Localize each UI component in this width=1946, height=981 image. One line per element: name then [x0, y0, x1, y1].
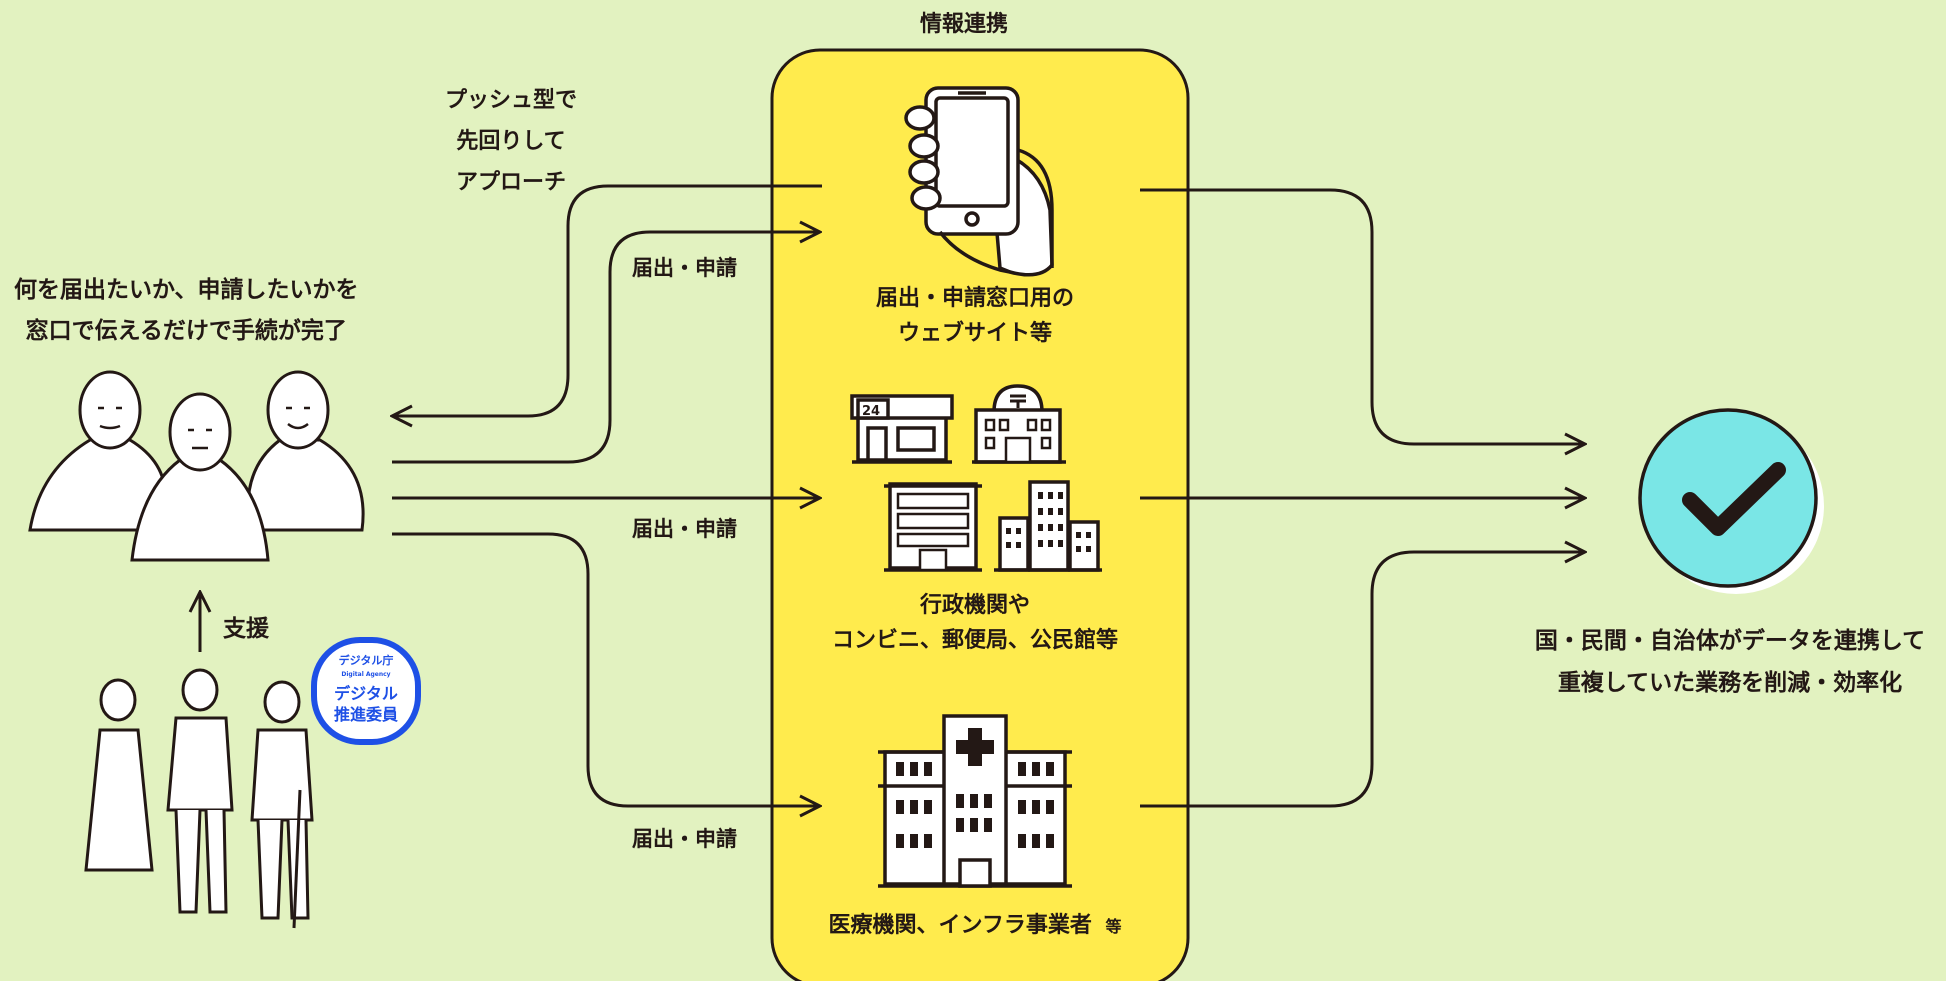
digital-promotion-badge: デジタル庁 Digital Agency デジタル 推進委員	[311, 637, 421, 745]
channel-admin-label: 行政機関や コンビニ、郵便局、公民館等	[772, 588, 1178, 658]
channel-medical-label: 医療機関、インフラ事業者 等	[772, 908, 1178, 944]
push-approach-line: アプローチ	[456, 170, 567, 195]
channel-web-label: 届出・申請窓口用の ウェブサイト等	[772, 281, 1178, 351]
counter-sign-text: 24	[862, 404, 880, 419]
push-approach-line: プッシュ型で	[445, 88, 578, 113]
result-caption-line: 国・民間・自治体がデータを連携して	[1534, 628, 1926, 654]
result-caption-line: 重複していた業務を削減・効率化	[1557, 670, 1903, 696]
channel-medical-suffix: 等	[1105, 917, 1122, 936]
channel-admin-line: コンビニ、郵便局、公民館等	[831, 628, 1118, 653]
result-caption: 国・民間・自治体がデータを連携して 重複していた業務を削減・効率化	[1520, 620, 1940, 704]
smartphone-in-hand-icon	[904, 86, 1054, 277]
request-label-medical: 届出・申請	[632, 827, 737, 851]
volunteers-icon	[84, 668, 314, 929]
convenience-store-icon: 24	[850, 394, 954, 464]
push-approach-label: プッシュ型で 先回りして アプローチ	[445, 80, 577, 203]
support-label: 支援	[223, 616, 269, 642]
badge-agency-text: デジタル庁	[339, 653, 394, 667]
channel-web-line: 届出・申請窓口用の	[875, 286, 1074, 311]
result-arrow-web	[1140, 188, 1585, 444]
info-link-title: 情報連携	[920, 12, 1009, 37]
people-icon	[28, 370, 365, 562]
push-arrow	[392, 184, 822, 416]
users-caption-line: 窓口で伝えるだけで手続が完了	[25, 318, 347, 344]
request-arrow-medical	[392, 532, 820, 806]
post-office-icon	[972, 384, 1066, 464]
office-building-icon	[884, 482, 982, 572]
badge-line1-text: デジタル	[334, 684, 398, 703]
push-approach-line: 先回りして	[456, 129, 566, 154]
channel-web-line: ウェブサイト等	[897, 321, 1052, 346]
users-caption: 何を届出たいか、申請したいかを 窓口で伝えるだけで手続が完了	[14, 270, 359, 352]
request-label-web: 届出・申請	[632, 256, 737, 280]
request-label-admin: 届出・申請	[632, 517, 737, 541]
city-buildings-icon	[994, 480, 1102, 572]
badge-agency-en-text: Digital Agency	[341, 671, 390, 678]
info-link-panel	[770, 48, 1190, 981]
hospital-icon	[878, 714, 1072, 888]
channel-admin-line: 行政機関や	[919, 593, 1030, 618]
badge-line2-text: 推進委員	[334, 705, 398, 724]
channel-medical-text: 医療機関、インフラ事業者	[828, 913, 1092, 938]
check-circle-icon	[1638, 408, 1824, 594]
result-arrow-medical	[1140, 552, 1585, 808]
users-caption-line: 何を届出たいか、申請したいかを	[14, 277, 359, 303]
request-arrow-web	[392, 232, 820, 464]
